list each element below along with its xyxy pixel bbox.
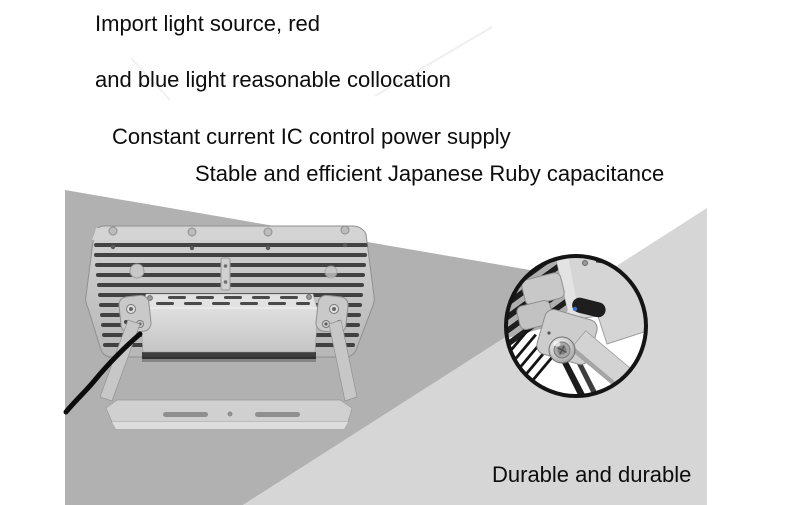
box-shadow [142, 357, 316, 362]
mounting-bracket [99, 319, 358, 429]
feature-text-light-source: Import light source, red and blue light … [95, 10, 451, 94]
blue-wire [572, 306, 578, 312]
feature-line: and blue light reasonable collocation [95, 67, 451, 92]
rim-notch [187, 227, 197, 237]
plate-slot [163, 412, 208, 417]
rim-hole [265, 245, 271, 251]
feature-text-durable: Durable and durable [492, 462, 692, 487]
rim-notch [340, 225, 350, 235]
screw-icon [223, 280, 228, 284]
feature-text-power-supply: Constant current IC control power supply [112, 124, 511, 149]
base-plate [105, 399, 353, 423]
right-cap [324, 265, 338, 279]
plate-slot [255, 412, 300, 417]
rim-hole [110, 244, 116, 250]
top-rim [92, 228, 364, 240]
left-cap [129, 263, 145, 279]
screw-icon [332, 307, 336, 311]
vent-slots [156, 296, 310, 305]
rim-notch [263, 227, 273, 237]
screw-icon [147, 295, 153, 301]
screw-icon [324, 322, 328, 326]
box-shadow [142, 352, 316, 359]
screw-icon [223, 264, 228, 268]
base-plate-lip [112, 422, 348, 429]
screw-icon [582, 260, 588, 266]
plate-hole [227, 411, 233, 417]
rim-hole [189, 245, 195, 251]
right-arm [328, 319, 358, 402]
knob [548, 336, 576, 364]
faint-hairline [130, 57, 171, 101]
detail-ring [504, 254, 648, 398]
feature-line: Import light source, red [95, 11, 320, 36]
faint-hairline [374, 26, 493, 97]
power-cable [63, 331, 143, 415]
center-bracket [220, 257, 231, 291]
screw-icon [129, 307, 133, 311]
rim-notch [108, 226, 118, 236]
flood-light-photo [63, 225, 375, 429]
feature-text-capacitance: Stable and efficient Japanese Ruby capac… [195, 161, 665, 186]
rim-hole [342, 242, 348, 248]
screw-icon [306, 294, 312, 300]
driver-box [139, 293, 319, 353]
